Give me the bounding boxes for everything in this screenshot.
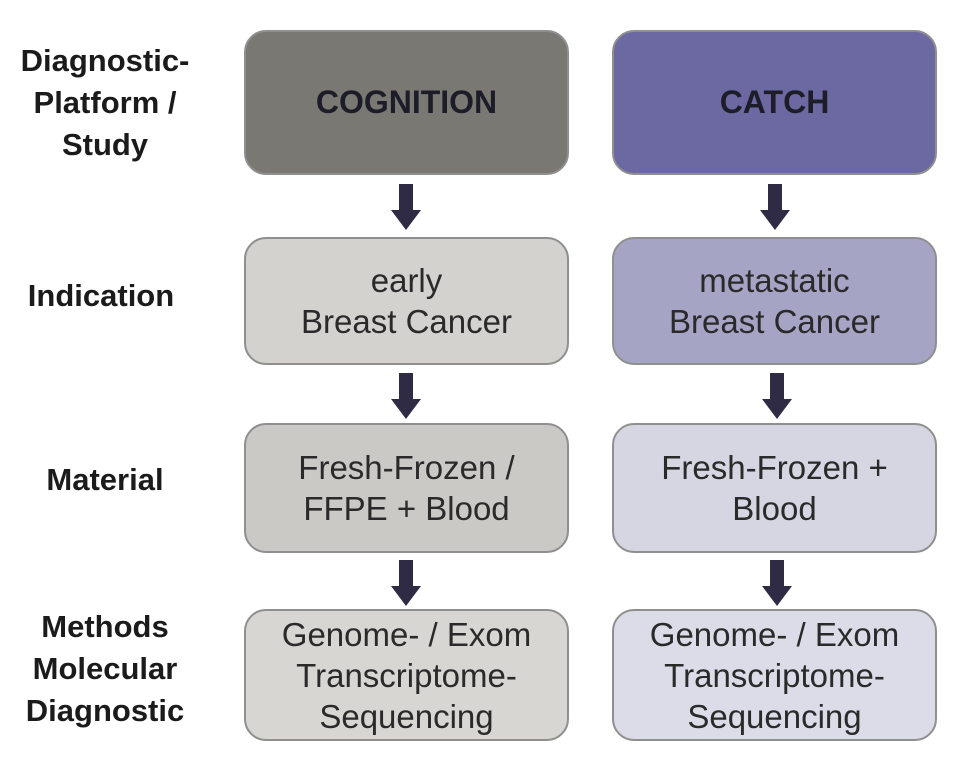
catch-indication-line2: Breast Cancer — [669, 303, 880, 340]
cognition-header-label: COGNITION — [315, 84, 498, 120]
down-arrow-icon — [762, 373, 792, 419]
row-label-platform-line1: Diagnostic- — [20, 43, 190, 78]
catch-methods-line1: Genome- / Exom — [649, 615, 900, 653]
cognition-indication-line1: early — [370, 262, 443, 299]
catch-indication-line1: metastatic — [699, 262, 850, 299]
row-label-methods: Methods Molecular Diagnostic — [0, 606, 210, 732]
catch-methods-line2: Transcriptome- — [664, 656, 885, 694]
down-arrow-icon — [760, 184, 790, 230]
row-label-indication: Indication — [0, 274, 206, 318]
down-arrow-icon — [391, 560, 421, 606]
cognition-methods-box: Genome- / Exom Transcriptome- Sequencing — [244, 609, 569, 741]
row-label-methods-line2: Molecular — [32, 651, 178, 686]
row-label-platform-line3: Study — [61, 127, 149, 162]
catch-material-box: Fresh-Frozen + Blood — [612, 423, 937, 553]
cognition-material-line1: Fresh-Frozen / — [298, 449, 515, 486]
cognition-indication-box: early Breast Cancer — [244, 237, 569, 365]
row-label-methods-line3: Diagnostic — [25, 693, 185, 728]
row-label-methods-line1: Methods — [41, 609, 169, 644]
cognition-methods-line1: Genome- / Exom — [281, 615, 532, 653]
down-arrow-icon — [391, 373, 421, 419]
catch-material-line1: Fresh-Frozen + — [661, 449, 888, 486]
row-label-platform: Diagnostic- Platform / Study — [0, 40, 210, 166]
cognition-indication-line2: Breast Cancer — [301, 303, 512, 340]
down-arrow-icon — [391, 184, 421, 230]
cognition-material-box: Fresh-Frozen / FFPE + Blood — [244, 423, 569, 553]
catch-header-label: CATCH — [719, 84, 830, 120]
cognition-methods-line2: Transcriptome- — [296, 656, 517, 694]
catch-header-box: CATCH — [612, 30, 937, 175]
row-label-material-text: Material — [46, 462, 164, 497]
down-arrow-icon — [762, 560, 792, 606]
cognition-material-line2: FFPE + Blood — [303, 490, 510, 527]
row-label-material: Material — [0, 458, 210, 502]
catch-methods-box: Genome- / Exom Transcriptome- Sequencing — [612, 609, 937, 741]
cognition-methods-line3: Sequencing — [319, 697, 494, 735]
row-label-indication-text: Indication — [27, 278, 175, 313]
catch-indication-box: metastatic Breast Cancer — [612, 237, 937, 365]
row-label-platform-line2: Platform / — [33, 85, 177, 120]
catch-material-line2: Blood — [732, 490, 817, 527]
catch-methods-line3: Sequencing — [687, 697, 862, 735]
cognition-header-box: COGNITION — [244, 30, 569, 175]
